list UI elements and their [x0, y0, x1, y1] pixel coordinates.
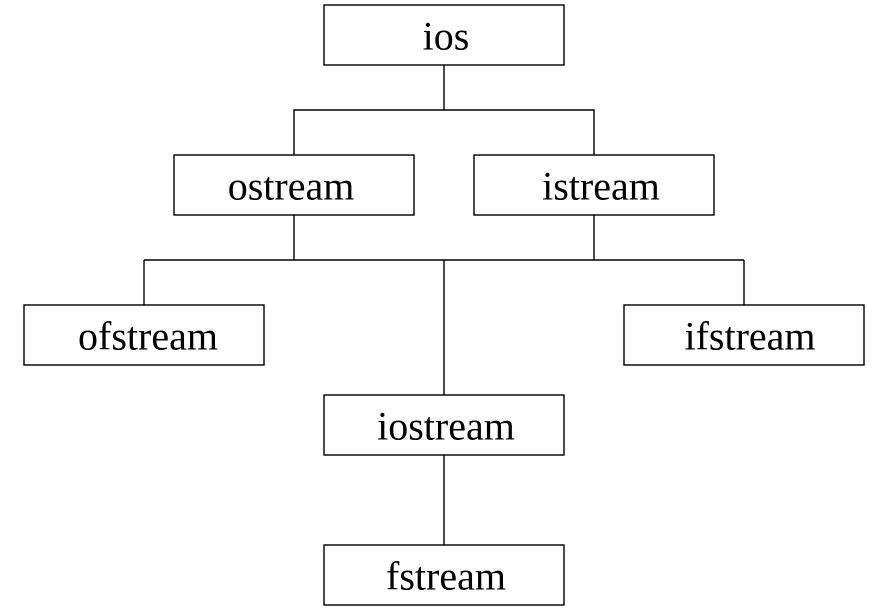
node-ostream: ostream [173, 154, 415, 216]
node-ifstream-label: ifstream [684, 314, 815, 359]
node-iostream: iostream [323, 394, 565, 456]
node-ios: ios [323, 4, 565, 66]
node-ostream-box [173, 154, 415, 216]
edge-ios-to-ostream [293, 65, 445, 155]
node-ostream-label: ostream [228, 164, 355, 209]
node-ofstream-box [23, 304, 265, 366]
node-ofstream-label: ofstream [78, 314, 218, 359]
node-istream-label: istream [542, 164, 660, 209]
node-fstream: fstream [323, 544, 565, 606]
node-fstream-box [323, 544, 565, 606]
node-ofstream: ofstream [23, 304, 265, 366]
node-iostream-label: iostream [377, 404, 515, 449]
node-ifstream-box [623, 304, 865, 366]
edge-ios-to-istream [444, 109, 595, 155]
node-fstream-label: fstream [386, 554, 506, 599]
connector-lines [143, 65, 745, 545]
node-ios-box [323, 4, 565, 66]
node-iostream-box [323, 394, 565, 456]
node-ifstream: ifstream [623, 304, 865, 366]
node-ios-label: ios [423, 14, 470, 59]
node-istream: istream [473, 154, 715, 216]
node-istream-box [473, 154, 715, 216]
